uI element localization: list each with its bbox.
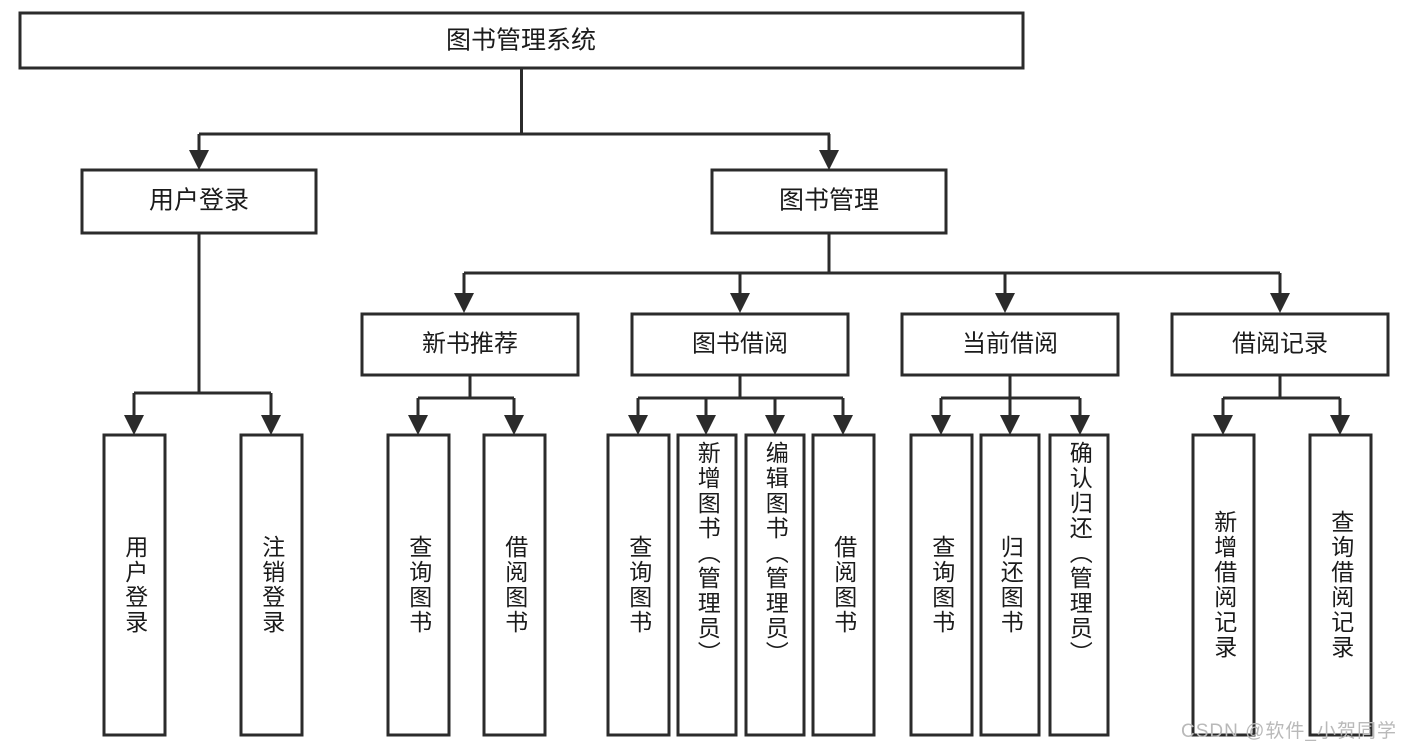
- connector-root-to-level2: [189, 68, 839, 170]
- watermark-text: CSDN @软件_小贺同学: [1181, 721, 1397, 742]
- node-new-book-recommend-label: 新书推荐: [422, 330, 518, 357]
- leaf-box-query-book-2[interactable]: [606, 433, 671, 737]
- node-book-borrow-label: 图书借阅: [692, 330, 788, 357]
- leaf-box-query-book-3[interactable]: [909, 433, 974, 737]
- node-root[interactable]: 图书管理系统: [18, 11, 1025, 70]
- connector-book-manage-to-level3: [454, 233, 1290, 313]
- connector-user-login-to-leaves: [124, 233, 281, 435]
- node-new-book-recommend[interactable]: 新书推荐: [360, 312, 580, 377]
- leaf-box-borrow-book-2[interactable]: [811, 433, 876, 737]
- leaf-box-return-book[interactable]: [979, 433, 1041, 737]
- leaf-box-query-borrow-record[interactable]: [1308, 433, 1373, 737]
- node-root-label: 图书管理系统: [446, 27, 596, 55]
- connector-new-book-to-leaves: [408, 375, 524, 435]
- node-borrow-record-label: 借阅记录: [1232, 330, 1328, 357]
- connector-book-borrow-to-leaves: [628, 375, 853, 435]
- leaf-box-edit-book-admin[interactable]: [744, 433, 806, 737]
- connector-borrow-record-to-leaves: [1213, 375, 1350, 435]
- node-current-borrow[interactable]: 当前借阅: [900, 312, 1120, 377]
- leaf-box-add-book-admin[interactable]: [676, 433, 738, 737]
- leaf-box-confirm-return-admin[interactable]: [1048, 433, 1110, 737]
- node-current-borrow-label: 当前借阅: [962, 330, 1058, 357]
- connector-current-borrow-to-leaves: [931, 375, 1090, 435]
- node-user-login[interactable]: 用户登录: [80, 168, 318, 235]
- node-borrow-record[interactable]: 借阅记录: [1170, 312, 1390, 377]
- leaf-box-query-book-1[interactable]: [386, 433, 451, 737]
- leaf-box-logout[interactable]: [239, 433, 304, 737]
- leaf-box-user-login[interactable]: [102, 433, 167, 737]
- node-book-manage-label: 图书管理: [779, 187, 879, 215]
- node-user-login-label: 用户登录: [149, 187, 249, 215]
- node-book-borrow[interactable]: 图书借阅: [630, 312, 850, 377]
- leaf-box-add-borrow-record[interactable]: [1191, 433, 1256, 737]
- node-book-manage[interactable]: 图书管理: [710, 168, 948, 235]
- leaf-box-borrow-book-1[interactable]: [482, 433, 547, 737]
